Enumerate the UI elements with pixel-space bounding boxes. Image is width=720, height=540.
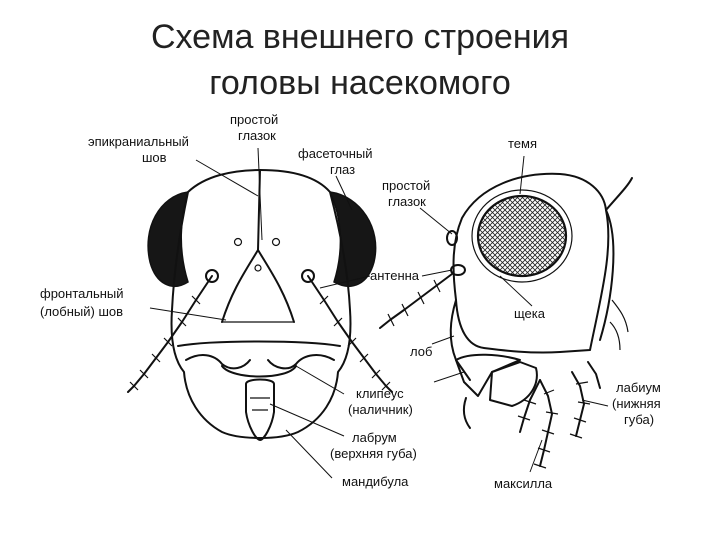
frontal-suture-line	[221, 249, 295, 323]
clypeus-shape	[185, 354, 335, 370]
leader-clypeus	[295, 365, 345, 395]
label-cheek: щека	[514, 306, 546, 321]
maxillary-palp	[517, 379, 559, 469]
front-left-antenna	[127, 269, 219, 393]
label-labium: лабиум (нижняя губа)	[612, 380, 664, 427]
label-frons: лоб	[410, 344, 432, 359]
label-frontal-suture: фронтальный (лобный) шов	[40, 286, 127, 319]
side-mandible	[489, 361, 538, 407]
title-line-1: Схема внешнего строения	[150, 18, 569, 56]
leader-frons	[431, 335, 455, 345]
side-antenna	[379, 264, 466, 329]
leader-clypeus-side	[433, 371, 465, 383]
leader-prostoi-glazok-side	[419, 207, 453, 235]
leader-lines	[149, 147, 609, 479]
labrum-ridges	[250, 397, 270, 411]
leader-maxilla	[529, 439, 543, 473]
side-ocellus	[446, 230, 458, 246]
front-ocellus-left	[233, 237, 243, 247]
leader-mandible	[285, 429, 333, 479]
label-facet-eye: фасеточный глаз	[298, 146, 376, 177]
label-labrum: лабрум (верхняя губа)	[330, 430, 417, 461]
leader-frontal-suture	[149, 307, 227, 321]
side-frons-edge	[449, 299, 471, 381]
label-antenna: антенна	[370, 268, 420, 283]
leader-antenna-left	[319, 275, 371, 289]
labial-palp	[569, 361, 601, 439]
label-clypeus: клипеус (наличник)	[348, 386, 413, 417]
slide-title: Схема внешнего строения головы насекомог…	[0, 14, 720, 106]
leader-labrum	[269, 403, 345, 437]
side-labrum	[462, 397, 471, 429]
front-right-compound-eye	[328, 191, 377, 287]
thorax-plates	[609, 299, 629, 351]
leader-cheek	[499, 275, 533, 307]
label-mandible: мандибула	[342, 474, 409, 489]
label-prostoi-glazok-side: простой глазок	[382, 178, 434, 209]
leader-vertex	[519, 155, 525, 195]
clypeus-lower-edge	[221, 365, 297, 378]
label-epicranial-suture: эпикраниальный шов	[88, 134, 193, 165]
side-compound-eye	[476, 194, 568, 278]
front-ocellus-median	[254, 264, 262, 272]
leader-facet-eye	[335, 175, 353, 211]
side-view-head	[379, 172, 633, 469]
label-prostoi-glazok-front: простой глазок	[230, 112, 282, 143]
leader-labium	[581, 399, 609, 407]
front-view-head	[127, 169, 393, 441]
side-compound-eye-rim	[471, 189, 573, 283]
label-maxilla: максилла	[494, 476, 553, 491]
frontoclypeal-line	[177, 340, 341, 347]
thorax-edge	[599, 177, 633, 341]
front-right-antenna	[301, 269, 393, 393]
front-left-compound-eye	[147, 191, 190, 287]
labrum-shape	[245, 378, 275, 441]
title-line-2: головы насекомого	[209, 64, 511, 102]
labels: простой глазок эпикраниальный шов фасето…	[40, 112, 664, 491]
leader-antenna-right	[421, 269, 453, 277]
front-head-outline	[170, 169, 352, 439]
front-ocellus-right	[271, 237, 281, 247]
label-vertex: темя	[508, 136, 537, 151]
leader-epicranial-suture	[195, 159, 259, 197]
side-clypeus	[455, 353, 521, 397]
leader-prostoi-glazok-front	[257, 147, 263, 241]
